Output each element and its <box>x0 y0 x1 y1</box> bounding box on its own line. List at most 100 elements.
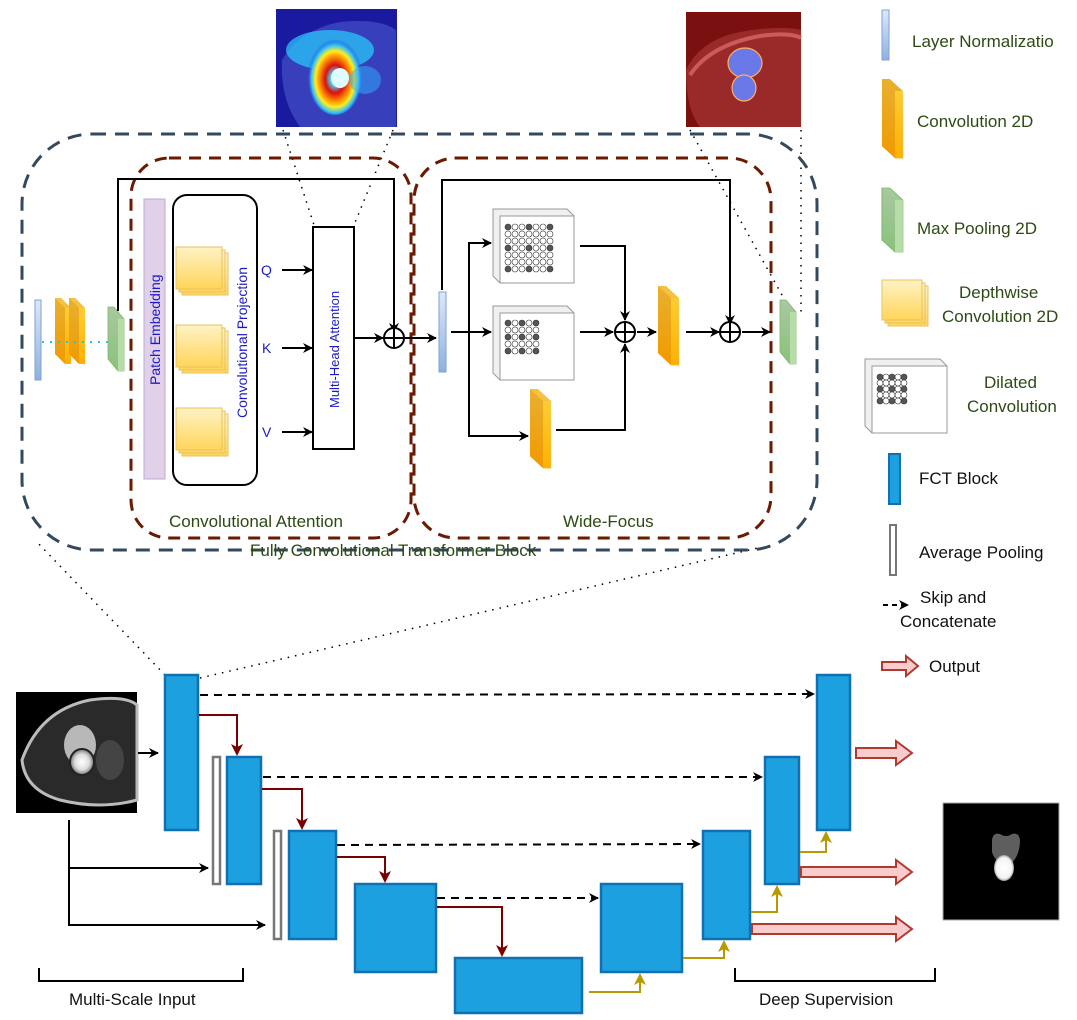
kernel-dot <box>539 237 547 245</box>
kernel-dot <box>504 237 512 245</box>
kernel-dot <box>518 319 526 327</box>
kernel-dot <box>900 379 908 387</box>
max-pooling-block <box>779 299 797 365</box>
kernel-dot <box>518 347 526 355</box>
kernel-dot <box>876 373 884 381</box>
kernel-dot <box>539 251 547 259</box>
multi-scale-input-label: Multi-Scale Input <box>69 990 196 1009</box>
legend: Layer Normalizatio Convolution 2D Max Po… <box>864 9 1058 679</box>
kernel-dot <box>532 237 540 245</box>
kernel-dot <box>532 326 540 334</box>
kernel-dot <box>894 385 902 393</box>
kernel-dot <box>546 237 554 245</box>
kernel-dot <box>511 319 519 327</box>
kernel-dot <box>539 230 547 238</box>
max-pooling-block <box>107 306 125 372</box>
legend-label: Convolution <box>967 397 1057 416</box>
kernel-dot <box>518 333 526 341</box>
conv2d-block <box>69 298 85 364</box>
kernel-dot <box>900 373 908 381</box>
kernel-dot <box>876 385 884 393</box>
kernel-dot <box>546 258 554 266</box>
kernel-dot <box>532 223 540 231</box>
kernel-dot <box>504 258 512 266</box>
kernel-dot <box>894 397 902 405</box>
average-pooling-block <box>272 829 283 941</box>
legend-label: Skip and <box>920 588 986 607</box>
kernel-dot <box>900 397 908 405</box>
average-pooling-block <box>211 755 222 886</box>
kernel-dot <box>525 347 533 355</box>
kernel-dot <box>525 319 533 327</box>
fct-block-outline <box>20 132 819 552</box>
kernel-dot <box>525 333 533 341</box>
decoder-fct-block-1 <box>815 673 852 832</box>
kernel-dot <box>525 230 533 238</box>
down-arrow <box>199 714 243 756</box>
down-arrow <box>437 906 508 957</box>
kernel-dot <box>539 244 547 252</box>
dilated-large-out-arrow <box>580 245 630 321</box>
unet-blocks <box>163 673 852 1015</box>
conv2d-block <box>530 389 551 469</box>
kernel-dot <box>518 244 526 252</box>
kernel-dot <box>882 379 890 387</box>
q-label: Q <box>261 262 272 278</box>
input-mri-image <box>16 692 139 813</box>
legend-label: Convolution 2D <box>942 307 1058 326</box>
kernel-dot <box>504 333 512 341</box>
kernel-dot <box>504 326 512 334</box>
branch-arrow-top <box>468 238 492 332</box>
kernel-dot <box>532 347 540 355</box>
add-operator <box>719 321 741 343</box>
up-arrow <box>683 940 730 959</box>
kernel-dot <box>900 391 908 399</box>
kernel-dot <box>532 258 540 266</box>
kernel-dot <box>546 265 554 273</box>
kernel-dot <box>511 333 519 341</box>
kernel-dot <box>518 251 526 259</box>
kernel-dot <box>504 340 512 348</box>
legend-label: Concatenate <box>900 612 996 631</box>
kernel-dot <box>888 397 896 405</box>
kernel-dot <box>504 244 512 252</box>
kernel-dot <box>504 347 512 355</box>
kernel-dot <box>894 379 902 387</box>
kernel-dot <box>511 251 519 259</box>
kernel-dot <box>894 391 902 399</box>
output-arrows <box>751 739 914 943</box>
kernel-dot <box>525 258 533 266</box>
kernel-dot <box>518 265 526 273</box>
kernel-dot <box>532 251 540 259</box>
multi-scale-input-arrow <box>68 868 266 930</box>
bottleneck-fct-block <box>453 956 584 1015</box>
kernel-dot <box>888 379 896 387</box>
kernel-dot <box>546 244 554 252</box>
dilated-conv-block-large <box>492 208 575 284</box>
mha-label: Multi-Head Attention <box>327 291 342 408</box>
segmentation-overlay-image <box>686 12 802 127</box>
skip-connections <box>199 689 815 903</box>
kernel-dot <box>511 244 519 252</box>
kernel-dot <box>518 230 526 238</box>
kernel-dot <box>532 319 540 327</box>
layer-normalization-icon <box>881 9 890 61</box>
layer-norm-block <box>438 291 447 373</box>
kernel-dot <box>518 326 526 334</box>
kernel-dot <box>511 223 519 231</box>
max-pooling-2d-icon <box>881 187 904 253</box>
kernel-dot <box>876 391 884 399</box>
up-arrow <box>589 973 646 993</box>
kernel-dot <box>504 319 512 327</box>
decoder-fct-block-2 <box>763 755 801 886</box>
deep-supervision-label: Deep Supervision <box>759 990 893 1009</box>
legend-label: Depthwise <box>959 283 1038 302</box>
encoder-fct-block-3 <box>287 829 338 941</box>
kernel-dot <box>518 237 526 245</box>
convolution-2d-icon <box>882 79 903 159</box>
skip-arrow <box>336 839 701 850</box>
conv-branch-out-arrow <box>556 343 630 431</box>
kernel-dot <box>532 340 540 348</box>
depthwise-convolution-icon <box>881 279 929 327</box>
